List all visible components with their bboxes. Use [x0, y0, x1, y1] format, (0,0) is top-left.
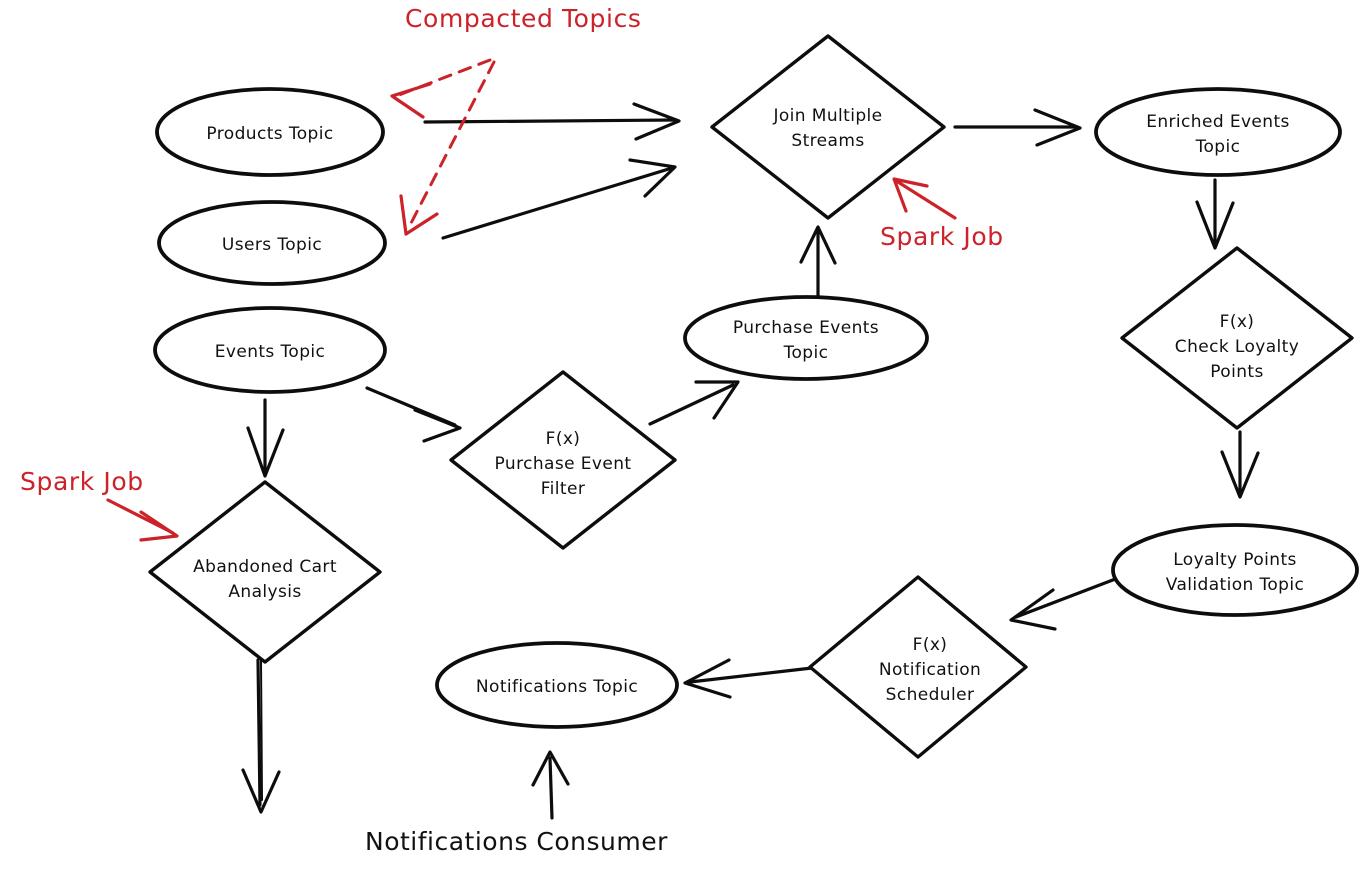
annotation-compacted-topics: Compacted Topics — [390, 4, 642, 236]
node-products-topic[interactable]: Products Topic — [155, 87, 385, 177]
node-label-check-loyalty-points-line3: Points — [1210, 362, 1263, 382]
node-label-join-multiple-streams-line1: Join Multiple — [772, 106, 882, 126]
node-label-purchase-events-topic-line1: Purchase Events — [733, 318, 879, 338]
node-purchase-event-filter[interactable]: F(x) Purchase Event Filter — [449, 370, 677, 550]
node-label-purchase-event-filter-line2: Purchase Event — [495, 454, 632, 474]
node-label-abandoned-cart-line1: Abandoned Cart — [193, 557, 337, 577]
edge-filter-to-purchase-events — [648, 380, 740, 426]
node-label-loyalty-validation-line1: Loyalty Points — [1173, 550, 1297, 570]
node-label-enriched-events-topic-line1: Enriched Events — [1146, 112, 1290, 132]
node-abandoned-cart-analysis[interactable]: Abandoned Cart Analysis — [148, 480, 382, 664]
edge-validation-to-scheduler — [1009, 576, 1120, 631]
edge-scheduler-to-notifications — [683, 658, 814, 699]
node-label-check-loyalty-points-line2: Check Loyalty — [1175, 337, 1299, 357]
node-label-loyalty-validation-line2: Validation Topic — [1166, 575, 1305, 595]
node-notification-scheduler[interactable]: F(x) Notification Scheduler — [808, 575, 1028, 759]
node-label-notification-scheduler-line2: Notification — [879, 660, 981, 680]
edge-users-to-join — [441, 158, 677, 240]
node-label-purchase-events-topic-line2: Topic — [783, 343, 829, 363]
node-label-purchase-event-filter-line3: Filter — [541, 479, 586, 499]
node-label-notification-scheduler-line3: Scheduler — [886, 685, 975, 705]
annotation-label-spark-job-abandoned: Spark Job — [20, 467, 144, 496]
annotation-label-compacted-topics: Compacted Topics — [405, 4, 642, 33]
node-label-events-topic: Events Topic — [215, 342, 326, 362]
node-join-multiple-streams[interactable]: Join Multiple Streams — [710, 34, 946, 220]
edge-purchase-events-to-join — [799, 225, 837, 299]
edge-enriched-to-check-loyalty — [1195, 178, 1235, 250]
annotation-spark-job-abandoned: Spark Job — [20, 467, 179, 542]
node-notifications-topic[interactable]: Notifications Topic — [435, 641, 679, 729]
node-label-check-loyalty-points-line1: F(x) — [1220, 312, 1255, 332]
node-users-topic[interactable]: Users Topic — [157, 200, 387, 286]
node-check-loyalty-points[interactable]: F(x) Check Loyalty Points — [1120, 246, 1354, 430]
edge-events-to-abandoned — [246, 398, 285, 478]
node-label-notification-scheduler-line1: F(x) — [913, 635, 948, 655]
edge-abandoned-cart-out — [241, 658, 281, 814]
label-notifications-consumer: Notifications Consumer — [365, 827, 668, 856]
node-label-abandoned-cart-line2: Analysis — [228, 582, 301, 602]
edge-events-to-filter — [365, 386, 462, 443]
node-label-purchase-event-filter-line1: F(x) — [546, 429, 581, 449]
node-purchase-events-topic[interactable]: Purchase Events Topic — [683, 295, 929, 381]
node-label-products-topic: Products Topic — [206, 124, 333, 144]
node-enriched-events-topic[interactable]: Enriched Events Topic — [1094, 87, 1342, 177]
edge-check-loyalty-to-validation — [1220, 430, 1260, 499]
edge-join-to-enriched — [953, 108, 1082, 147]
edge-products-to-join — [423, 102, 681, 141]
node-events-topic[interactable]: Events Topic — [153, 306, 387, 394]
annotation-spark-job-join: Spark Job — [880, 177, 1004, 251]
node-loyalty-points-validation-topic[interactable]: Loyalty Points Validation Topic — [1111, 523, 1359, 617]
edge-consumer-to-notifications — [531, 750, 570, 820]
node-label-notifications-topic: Notifications Topic — [476, 677, 638, 697]
node-label-join-multiple-streams-line2: Streams — [791, 131, 864, 151]
annotation-label-spark-job-join: Spark Job — [880, 222, 1004, 251]
node-label-enriched-events-topic-line2: Topic — [1195, 137, 1241, 157]
node-label-users-topic: Users Topic — [222, 235, 322, 255]
